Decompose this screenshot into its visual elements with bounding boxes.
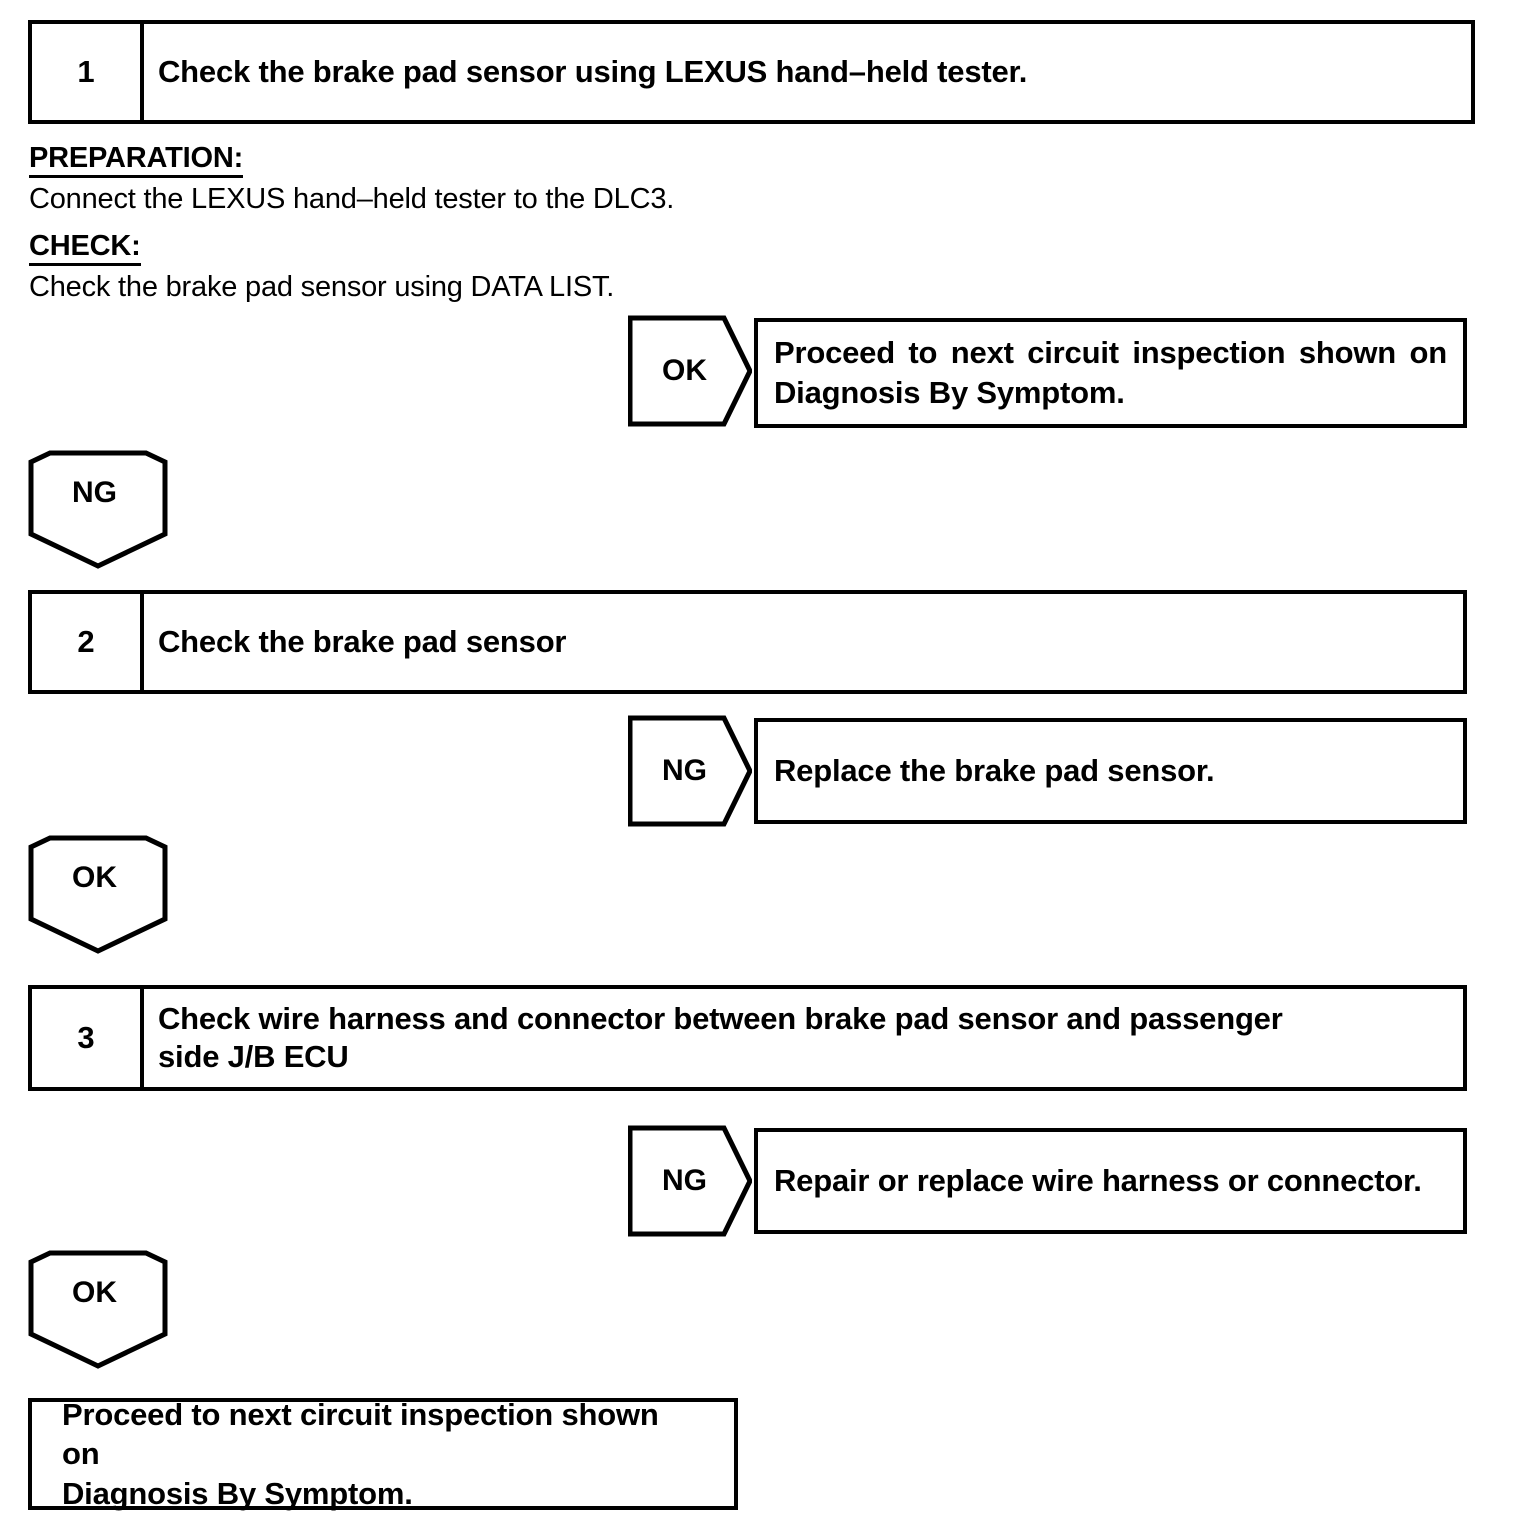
step-number-3: 3 xyxy=(32,989,144,1087)
step-box-2: 2 Check the brake pad sensor xyxy=(28,590,1467,694)
ng-arrow-step2-label: NG xyxy=(662,754,707,787)
preparation-text: Connect the LEXUS hand–held tester to th… xyxy=(29,183,675,216)
step-text-3: Check wire harness and connector between… xyxy=(144,989,1463,1087)
arrow-right-icon xyxy=(628,1125,752,1237)
check-label: CHECK: xyxy=(29,230,141,267)
arrow-down-icon xyxy=(28,450,168,569)
step-box-3: 3 Check wire harness and connector betwe… xyxy=(28,985,1467,1091)
ok-arrow-step1-label: OK xyxy=(662,354,707,387)
step-box-1: 1 Check the brake pad sensor using LEXUS… xyxy=(28,20,1475,124)
preparation-label: PREPARATION: xyxy=(29,142,243,179)
ng-arrow-step3-label: NG xyxy=(662,1164,707,1197)
step-text-1: Check the brake pad sensor using LEXUS h… xyxy=(158,54,1028,90)
step-number-1: 1 xyxy=(32,24,144,120)
ok-arrow-step2: OK xyxy=(28,835,168,955)
check-text: Check the brake pad sensor using DATA LI… xyxy=(29,271,615,304)
result-step1-ok-line1: Proceed to next circuit inspection shown… xyxy=(774,335,1447,371)
result-box-step1-ok-text: Proceed to next circuit inspection shown… xyxy=(774,333,1447,412)
result-box-step2-ng-text: Replace the brake pad sensor. xyxy=(774,753,1215,789)
terminal-line2: Diagnosis By Symptom. xyxy=(62,1475,413,1511)
ng-arrow-step3: NG xyxy=(628,1124,752,1238)
ok-arrow-step3: OK xyxy=(28,1250,168,1370)
result-step1-ok-line2: Diagnosis By Symptom. xyxy=(774,375,1125,410)
ng-arrow-step1: NG xyxy=(28,450,168,570)
result-box-step2-ng: Replace the brake pad sensor. xyxy=(754,718,1467,824)
arrow-right-icon xyxy=(628,715,752,827)
result-box-step1-ok: Proceed to next circuit inspection shown… xyxy=(754,318,1467,428)
step-number-2: 2 xyxy=(32,594,144,690)
terminal-box-text: Proceed to next circuit inspection shown… xyxy=(62,1395,704,1514)
ok-arrow-step1: OK xyxy=(628,314,752,428)
terminal-line1: Proceed to next circuit inspection shown… xyxy=(62,1396,659,1472)
result-box-step3-ng: Repair or replace wire harness or connec… xyxy=(754,1128,1467,1234)
preparation-check-block: PREPARATION: Connect the LEXUS hand–held… xyxy=(29,140,929,307)
arrow-right-icon xyxy=(628,315,752,427)
step-text-3-line1: Check wire harness and connector between… xyxy=(158,1001,1283,1037)
result-box-step3-ng-text: Repair or replace wire harness or connec… xyxy=(774,1163,1422,1199)
step-text-2: Check the brake pad sensor xyxy=(158,624,567,660)
step-text-3-line2: side J/B ECU xyxy=(158,1039,349,1074)
ng-arrow-step2: NG xyxy=(628,714,752,828)
ok-arrow-step3-label: OK xyxy=(72,1276,117,1309)
ng-arrow-step1-label: NG xyxy=(72,476,117,509)
arrow-down-icon xyxy=(28,835,168,954)
ok-arrow-step2-label: OK xyxy=(72,861,117,894)
arrow-down-icon xyxy=(28,1250,168,1369)
terminal-box: Proceed to next circuit inspection shown… xyxy=(28,1397,738,1511)
